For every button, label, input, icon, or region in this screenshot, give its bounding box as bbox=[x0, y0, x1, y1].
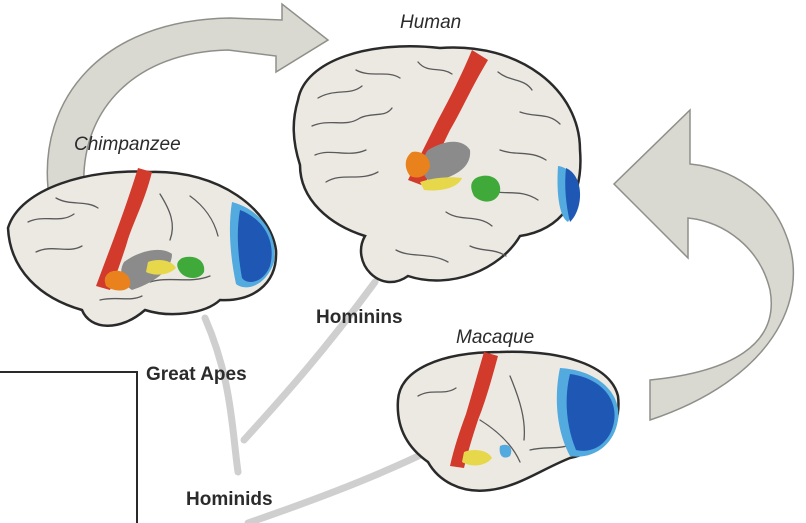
label-hominids: Hominids bbox=[186, 489, 273, 510]
frame-fragment bbox=[0, 372, 137, 523]
human-brain bbox=[294, 46, 581, 282]
chimpanzee-brain bbox=[8, 168, 276, 326]
branch-great-apes bbox=[205, 318, 238, 472]
branch-hominids bbox=[248, 448, 435, 523]
macaque-brain bbox=[398, 352, 619, 491]
arrow-chimp-to-human bbox=[47, 4, 328, 188]
label-macaque: Macaque bbox=[456, 327, 534, 348]
label-chimpanzee: Chimpanzee bbox=[74, 134, 181, 155]
branch-hominins bbox=[244, 282, 375, 440]
label-human: Human bbox=[400, 12, 461, 33]
arrow-macaque-to-human bbox=[614, 110, 793, 420]
label-hominins: Hominins bbox=[316, 307, 403, 328]
label-great-apes: Great Apes bbox=[146, 364, 247, 385]
chimpanzee-visual-dark-blue bbox=[238, 210, 272, 282]
